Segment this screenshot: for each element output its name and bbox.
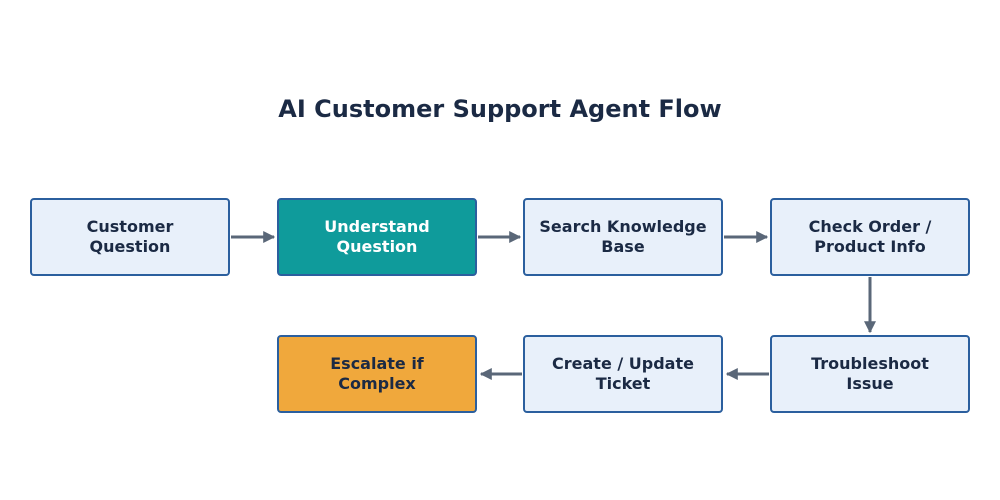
node-label-line: Check Order / bbox=[808, 217, 932, 236]
node-label-line: Issue bbox=[846, 374, 894, 393]
node-label-line: Complex bbox=[338, 374, 416, 393]
node-search-knowledge-base: Search Knowledge Base bbox=[523, 198, 723, 276]
node-label-line: Create / Update bbox=[552, 354, 694, 373]
node-label-line: Troubleshoot bbox=[811, 354, 929, 373]
node-label-line: Escalate if bbox=[330, 354, 424, 373]
node-understand-question: Understand Question bbox=[277, 198, 477, 276]
node-label-line: Base bbox=[601, 237, 645, 256]
diagram-title: AI Customer Support Agent Flow bbox=[278, 95, 722, 123]
node-troubleshoot-issue: Troubleshoot Issue bbox=[770, 335, 970, 413]
node-label-line: Question bbox=[89, 237, 171, 256]
node-label-line: Product Info bbox=[814, 237, 926, 256]
node-label-line: Question bbox=[336, 237, 418, 256]
node-label-line: Understand bbox=[324, 217, 430, 236]
node-label-line: Customer bbox=[86, 217, 174, 236]
node-label-line: Ticket bbox=[595, 374, 651, 393]
node-customer-question: Customer Question bbox=[30, 198, 230, 276]
node-check-order-product-info: Check Order / Product Info bbox=[770, 198, 970, 276]
node-escalate-if-complex: Escalate if Complex bbox=[277, 335, 477, 413]
node-create-update-ticket: Create / Update Ticket bbox=[523, 335, 723, 413]
node-label-line: Search Knowledge bbox=[539, 217, 707, 236]
